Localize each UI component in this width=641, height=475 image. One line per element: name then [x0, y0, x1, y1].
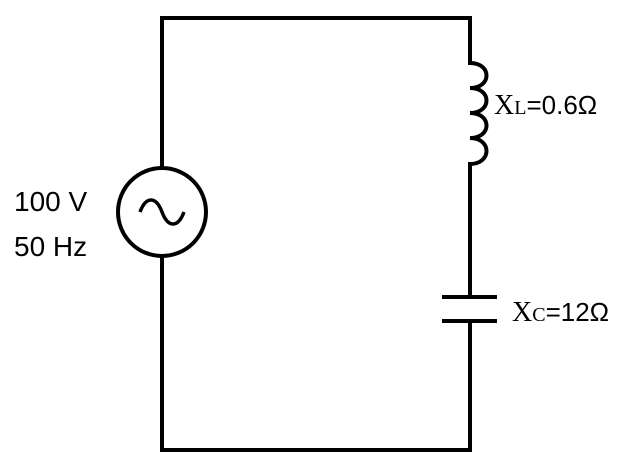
- capacitor: [442, 295, 497, 323]
- inductor-subscript: L: [514, 97, 526, 119]
- inductor-coil: [467, 60, 489, 167]
- source-voltage-label: 100 V: [14, 186, 87, 217]
- capacitor-subscript: C: [532, 304, 545, 326]
- inductor-symbol: X: [494, 90, 514, 121]
- capacitor-symbol: X: [512, 297, 532, 328]
- capacitor-reactance-label: XC=12Ω: [512, 297, 609, 328]
- ac-source: [116, 166, 208, 258]
- capacitor-value: =12Ω: [546, 297, 610, 327]
- sine-wave-icon: [138, 198, 186, 226]
- source-frequency-label: 50 Hz: [14, 231, 87, 262]
- inductor-reactance-label: XL=0.6Ω: [494, 90, 597, 121]
- inductor-value: =0.6Ω: [526, 90, 597, 120]
